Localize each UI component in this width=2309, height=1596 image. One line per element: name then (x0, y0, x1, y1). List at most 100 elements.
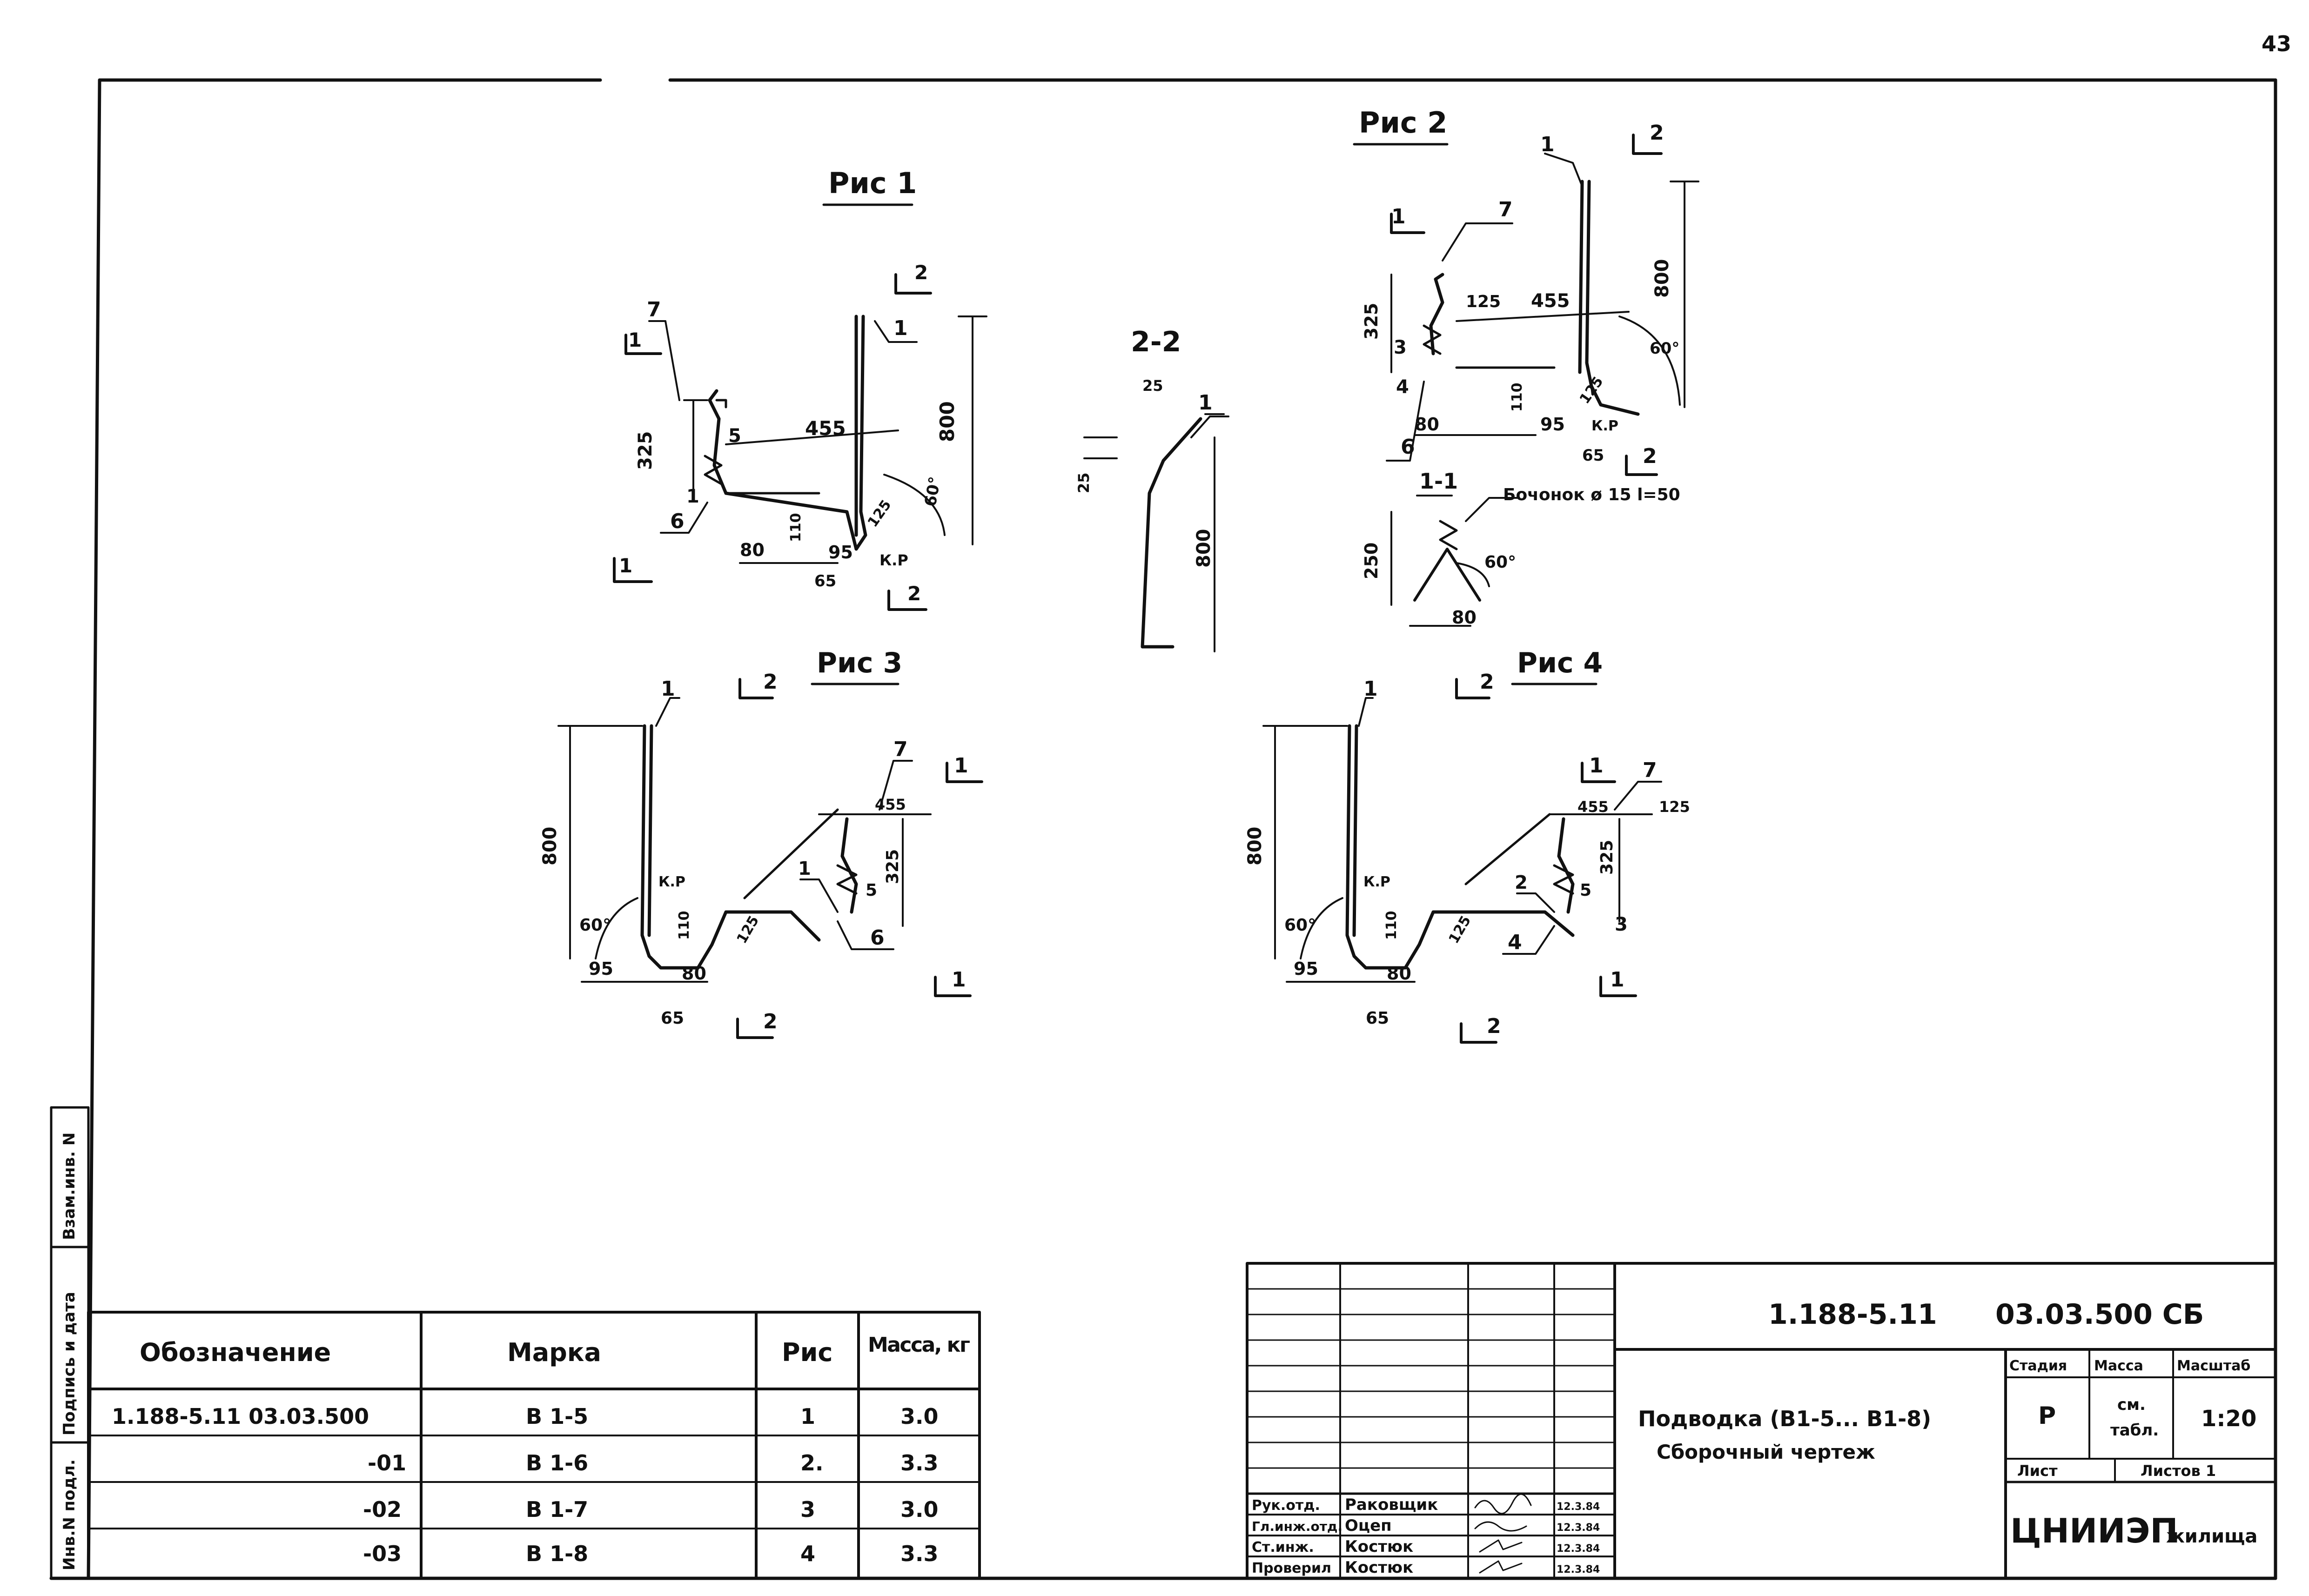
signature-mark (1479, 1539, 1523, 1553)
fig1-dim-800: 800 (936, 401, 959, 442)
org-prefix: ЦНИИЭП (2010, 1511, 2178, 1550)
fig4-callout-1: 1 (1363, 677, 1378, 701)
fig2-angle: 60° (1650, 339, 1679, 358)
fig4-cut-1b: 1 (1610, 968, 1624, 992)
signature-row-2: Гл.инж.отд. Оцеп 12.3.84 (1252, 1516, 1600, 1535)
fig3-dim-65: 65 (661, 1009, 684, 1028)
sig-role: Рук.отд. (1252, 1497, 1320, 1514)
stage-value: Р (2038, 1402, 2056, 1430)
section22-title: 2-2 (1131, 326, 1181, 358)
fig2-dim-325: 325 (1361, 303, 1382, 340)
fig4-dim-65: 65 (1366, 1009, 1389, 1028)
spec-row-1: 1.188-5.11 03.03.500 В 1-5 1 3.0 (112, 1404, 939, 1429)
spec-header-mark: Марка (507, 1338, 601, 1367)
org-suffix: жилища (2166, 1526, 2257, 1547)
fig2-dim-455: 455 (1531, 290, 1570, 312)
section-2-2: 2-2 800 25 25 1 (1075, 326, 1229, 652)
fig1-cut-2a: 2 (914, 261, 928, 284)
mass-value-line2: табл. (2110, 1421, 2159, 1440)
spec-table: Обозначение Марка Рис Масса, кг 1.188-5.… (87, 1311, 981, 1580)
fig2-callout-3: 3 (1394, 337, 1407, 358)
fig1-cut-2b: 2 (907, 582, 921, 605)
fig3-callout-5: 5 (866, 881, 877, 900)
fig2-dim-110: 110 (1509, 382, 1525, 412)
signature-row-3: Ст.инж. Костюк 12.3.84 (1252, 1537, 1600, 1556)
fig1-dim-95: 95 (828, 542, 853, 563)
figure-2: Рис 2 325 125 455 800 60° 110 80 95 65 1… (1353, 106, 1699, 476)
document-name-line2: Сборочный чертеж (1657, 1441, 1875, 1463)
fig1-cut-1a: 1 (628, 329, 642, 351)
fig3-note: К.Р (658, 874, 685, 890)
fig3-callout-1b: 1 (798, 858, 811, 879)
sig-name: Раковщик (1345, 1495, 1438, 1514)
stage-header: Стадия (2009, 1358, 2067, 1374)
sig-name: Оцеп (1345, 1516, 1392, 1535)
spec-row-4: -03 В 1-8 4 3.3 (363, 1541, 939, 1566)
spec-row-designation: -01 (368, 1450, 406, 1475)
spec-header-fig: Рис (782, 1338, 832, 1367)
fig3-dim-95: 95 (589, 959, 613, 979)
strip-label-inv: Инв.N подл. (60, 1459, 79, 1570)
fig4-dim-80: 80 (1387, 963, 1411, 984)
figure-1: Рис 1 325 455 800 110 80 95 65 125 60° К… (613, 166, 987, 611)
spec-row-designation: 1.188-5.11 03.03.500 (112, 1404, 369, 1429)
fig2-dim-65: 65 (1582, 446, 1604, 465)
strip-label-sign: Подпись и дата (60, 1292, 79, 1435)
sig-name: Костюк (1345, 1558, 1413, 1577)
fig1-dim-455: 455 (805, 417, 846, 440)
fig1-cut-1b: 1 (619, 554, 632, 577)
spec-row-fig: 3 (800, 1497, 815, 1522)
section22-callout-1: 1 (1198, 391, 1213, 415)
fig3-angle: 60° (579, 916, 611, 935)
fig2-cut-2a: 2 (1650, 121, 1664, 145)
sig-date: 12.3.84 (1557, 1543, 1600, 1555)
fig3-cut-2a: 2 (763, 670, 778, 694)
spec-header-mass: Масса, кг (868, 1333, 970, 1357)
spec-row-fig: 2. (800, 1450, 823, 1475)
section11-angle: 60° (1484, 553, 1516, 572)
fig2-callout-6: 6 (1401, 435, 1415, 459)
fig4-dim-455: 455 (1577, 798, 1609, 816)
section11-dim-80: 80 (1452, 607, 1477, 628)
section22-dim-25a: 25 (1142, 377, 1163, 395)
fig3-dim-110: 110 (676, 911, 692, 940)
fig4-title: Рис 4 (1517, 647, 1603, 679)
sheets-label: Листов 1 (2141, 1462, 2216, 1480)
signature-mark (1479, 1560, 1523, 1574)
sig-date: 12.3.84 (1557, 1564, 1600, 1576)
fig2-dim-95: 95 (1540, 414, 1565, 435)
fig3-dim-80: 80 (682, 963, 706, 984)
sheet-label: Лист (2017, 1462, 2058, 1480)
title-block: Рук.отд. Раковщик 12.3.84 Гл.инж.отд. Оц… (1246, 1262, 2277, 1580)
spec-row-designation: -03 (363, 1541, 402, 1566)
spec-row-mark: В 1-6 (526, 1450, 588, 1475)
fig2-dim-125b: 125 (1577, 374, 1607, 407)
spec-row-2: -01 В 1-6 2. 3.3 (368, 1450, 939, 1475)
fig4-angle: 60° (1284, 916, 1316, 935)
sig-role: Гл.инж.отд. (1252, 1519, 1342, 1534)
fig4-note: К.Р (1363, 874, 1390, 890)
sig-date: 12.3.84 (1557, 1522, 1600, 1534)
fig1-callout-7: 7 (647, 298, 661, 322)
spec-row-fig: 1 (800, 1404, 815, 1429)
document-name-line1: Подводка (В1-5... В1-8) (1638, 1406, 1931, 1431)
fig1-callout-5: 5 (728, 425, 741, 447)
section22-dim-800: 800 (1193, 529, 1215, 568)
fig1-dim-65: 65 (814, 572, 836, 590)
spec-row-mark: В 1-5 (526, 1404, 588, 1429)
spec-row-mass: 3.3 (900, 1541, 939, 1566)
left-stamp-strip: Инв.N подл. Подпись и дата Взам.инв. N (50, 1106, 90, 1580)
page-number: 43 (2262, 31, 2291, 56)
fig2-note: К.Р (1591, 418, 1618, 434)
document-code: 1.188-5.11 03.03.500 СБ (1768, 1298, 2204, 1331)
fig2-cut-2b: 2 (1643, 444, 1657, 468)
fig3-callout-7: 7 (893, 738, 908, 761)
fig3-dim-125: 125 (734, 913, 763, 946)
fig4-dim-125: 125 (1659, 798, 1690, 816)
signature-row-4: Проверил Костюк 12.3.84 (1252, 1558, 1600, 1577)
spec-row-designation: -02 (363, 1497, 402, 1522)
fig1-dim-110: 110 (788, 513, 804, 542)
section11-callout: Бочонок ø 15 l=50 (1503, 485, 1680, 504)
fig3-callout-6: 6 (870, 926, 885, 950)
